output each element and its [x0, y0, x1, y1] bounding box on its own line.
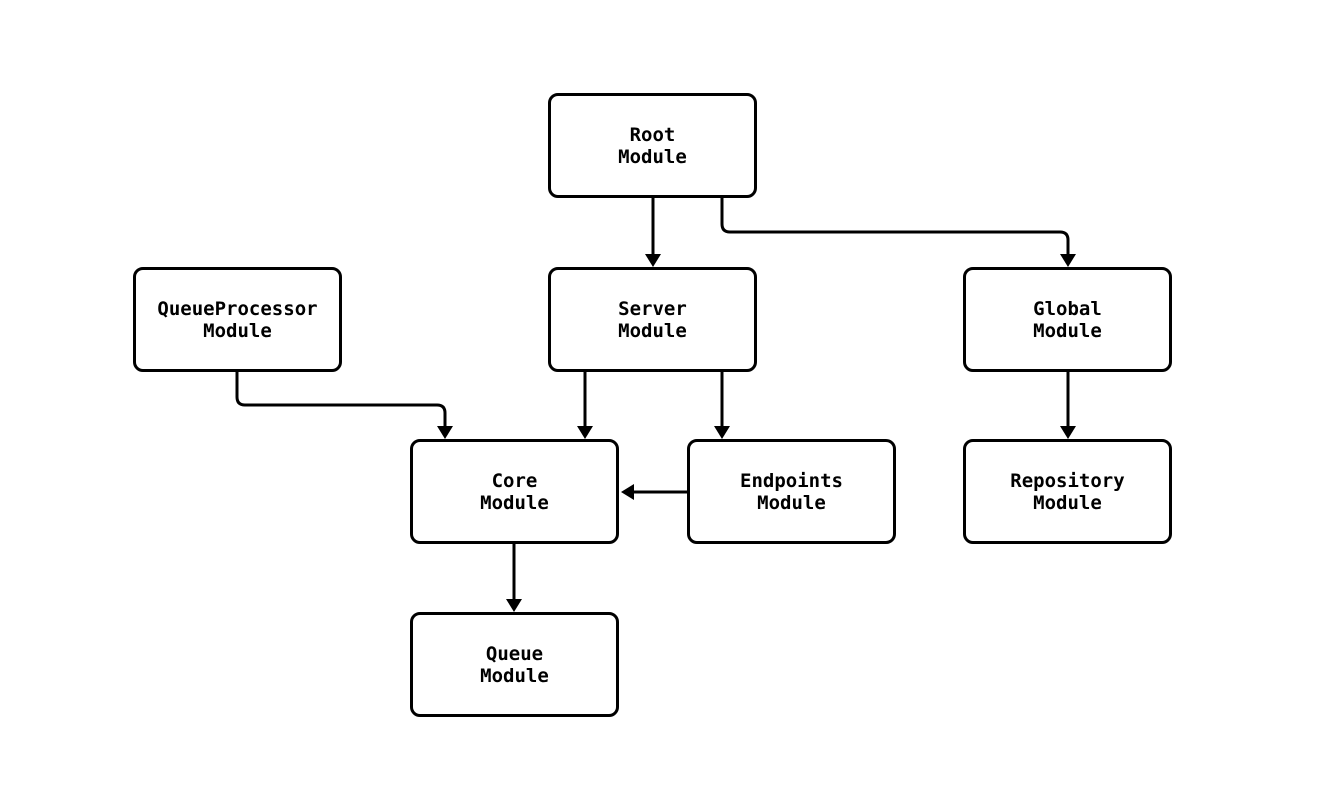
node-label-line1: Repository [1010, 469, 1125, 492]
edge-queueprocessor-to-core [235, 372, 453, 439]
edge-root-to-server [645, 198, 661, 267]
edge-root-to-global [720, 198, 1076, 267]
edge-line [235, 372, 447, 426]
arrowhead-down-icon [714, 426, 730, 439]
node-label-line1: Root [629, 123, 676, 146]
edge-server-to-core [577, 372, 593, 439]
node-label-line2: Module [618, 319, 687, 342]
node-label-line2: Module [1033, 491, 1102, 514]
node-label-line1: Endpoints [740, 469, 843, 492]
node-repository-module: Repository Module [963, 439, 1172, 544]
node-label-line1: Global [1033, 297, 1102, 320]
node-label-line2: Module [618, 145, 687, 168]
node-queueprocessor-module: QueueProcessor Module [133, 267, 342, 372]
node-label-line2: Module [203, 319, 272, 342]
edge-server-to-endpoints [714, 372, 730, 439]
node-label-line1: Core [491, 469, 538, 492]
edge-line [720, 198, 1070, 254]
node-label-line2: Module [1033, 319, 1102, 342]
arrowhead-down-icon [577, 426, 593, 439]
arrowhead-down-icon [1060, 426, 1076, 439]
node-label-line2: Module [480, 664, 549, 687]
arrowhead-down-icon [1060, 254, 1076, 267]
node-label-line1: QueueProcessor [157, 297, 318, 320]
arrowhead-left-icon [621, 484, 634, 500]
arrowhead-down-icon [645, 254, 661, 267]
node-label-line1: Queue [485, 642, 544, 665]
node-server-module: Server Module [548, 267, 757, 372]
node-label-line2: Module [757, 491, 826, 514]
node-endpoints-module: Endpoints Module [687, 439, 896, 544]
arrowhead-down-icon [506, 599, 522, 612]
node-core-module: Core Module [410, 439, 619, 544]
node-global-module: Global Module [963, 267, 1172, 372]
node-label-line2: Module [480, 491, 549, 514]
arrowhead-down-icon [437, 426, 453, 439]
edge-global-to-repository [1060, 372, 1076, 439]
node-root-module: Root Module [548, 93, 757, 198]
edge-endpoints-to-core [621, 484, 687, 500]
node-label-line1: Server [618, 297, 687, 320]
edge-core-to-queue [506, 544, 522, 612]
node-queue-module: Queue Module [410, 612, 619, 717]
